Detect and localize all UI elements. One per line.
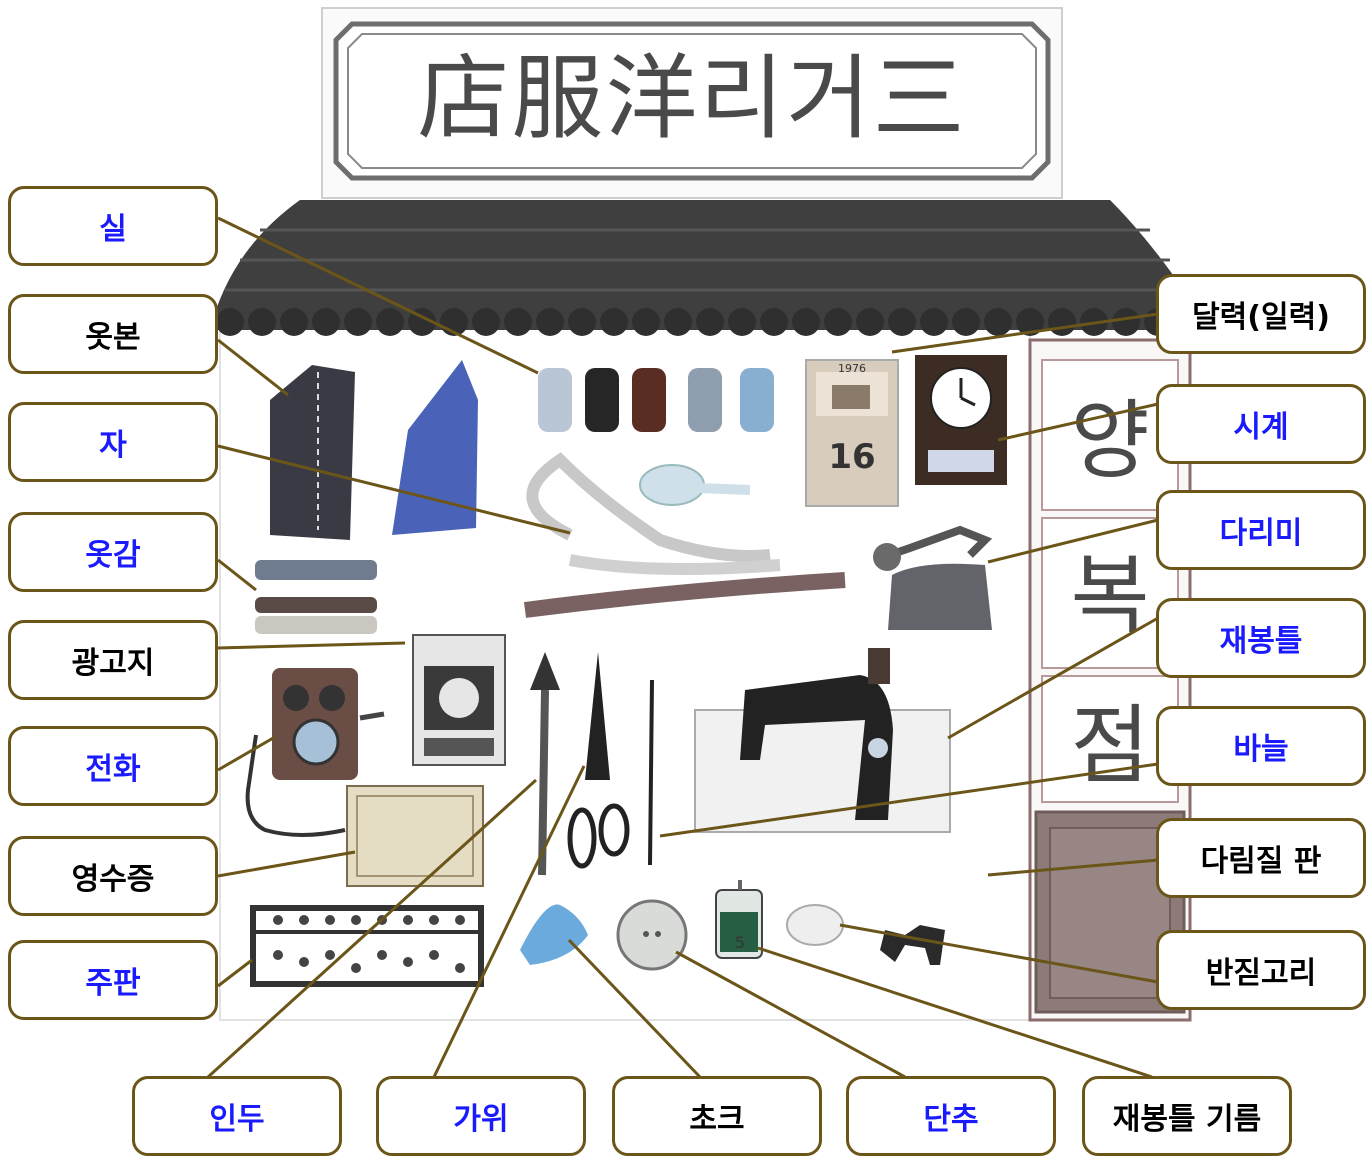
sign-title: 店服洋리거三 bbox=[417, 45, 966, 152]
abacus-illustration bbox=[250, 905, 484, 987]
button-illustration bbox=[616, 899, 688, 971]
chalk-illustration bbox=[520, 904, 588, 965]
thread-spools-illustration bbox=[538, 368, 774, 432]
scissors-illustration bbox=[567, 652, 630, 869]
label-clock: 시계 bbox=[1156, 384, 1366, 464]
telephone-illustration bbox=[245, 668, 385, 837]
oil-label-number: 5 bbox=[735, 933, 745, 952]
label-button: 단추 bbox=[846, 1076, 1056, 1156]
label-chalk: 초크 bbox=[612, 1076, 822, 1156]
label-ironing-board: 다림질 판 bbox=[1156, 818, 1366, 898]
label-abacus: 주판 bbox=[8, 940, 218, 1020]
label-sewing-kit: 반짇고리 bbox=[1156, 930, 1366, 1010]
advertisement-illustration bbox=[412, 634, 506, 766]
label-scissors: 가위 bbox=[376, 1076, 586, 1156]
needle-illustration bbox=[648, 679, 654, 866]
label-calendar: 달력(일력) bbox=[1156, 274, 1366, 354]
receipt-illustration bbox=[346, 785, 484, 887]
label-sewing-machine: 재봉틀 bbox=[1156, 598, 1366, 678]
label-thread: 실 bbox=[8, 186, 218, 266]
label-iron: 다리미 bbox=[1156, 490, 1366, 570]
iron-illustration bbox=[873, 525, 993, 630]
leader-lines bbox=[206, 216, 1159, 1079]
vertical-sign-char-3: 점 bbox=[1070, 696, 1149, 796]
label-needle: 바늘 bbox=[1156, 706, 1366, 786]
label-advertisement: 광고지 bbox=[8, 620, 218, 700]
label-receipt: 영수증 bbox=[8, 836, 218, 916]
fabric-illustration bbox=[255, 560, 377, 634]
label-ruler: 자 bbox=[8, 402, 218, 482]
label-telephone: 전화 bbox=[8, 726, 218, 806]
label-fabric: 옷감 bbox=[8, 512, 218, 592]
ruler-illustration bbox=[523, 452, 846, 618]
label-sewing-oil: 재봉틀 기름 bbox=[1082, 1076, 1292, 1156]
calendar-year: 1976 bbox=[838, 362, 866, 375]
calendar-day: 16 bbox=[828, 437, 875, 477]
clock-illustration bbox=[915, 355, 1007, 485]
tiled-roof bbox=[210, 200, 1210, 336]
pincushion-illustration bbox=[786, 904, 844, 946]
clothing-pattern-illustration bbox=[270, 360, 478, 540]
sewing-oil-illustration: 5 bbox=[715, 880, 763, 959]
soldering-iron-illustration bbox=[530, 652, 560, 876]
label-clothing-pattern: 옷본 bbox=[8, 294, 218, 374]
vertical-sign-char-1: 양 bbox=[1070, 391, 1149, 491]
label-soldering-iron: 인두 bbox=[132, 1076, 342, 1156]
shop-sign: 店服洋리거三 bbox=[321, 7, 1063, 199]
calendar-illustration: 1976 16 bbox=[805, 359, 899, 507]
